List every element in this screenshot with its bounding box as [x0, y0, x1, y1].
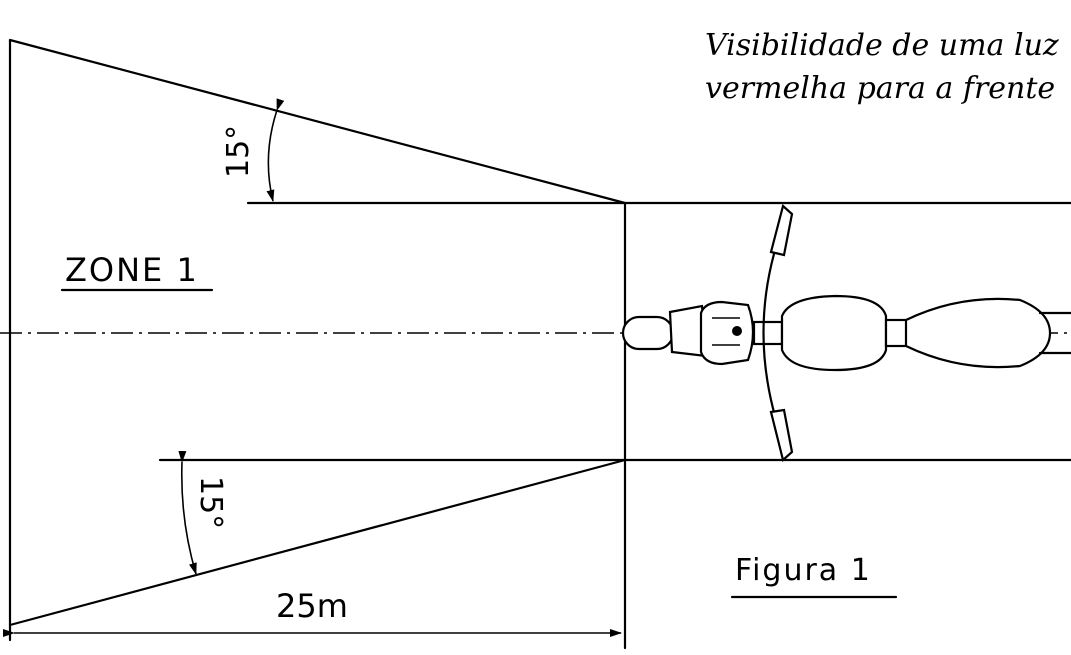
motorcycle-top-view-icon	[621, 203, 1071, 463]
distance-label: 25m	[276, 587, 348, 625]
lower-angle-arc	[178, 450, 197, 575]
zone-label: ZONE 1	[65, 251, 199, 289]
lower-angle-label: 15°	[193, 476, 228, 529]
title-line-1: Visibilidade de uma luz	[705, 28, 1059, 63]
upper-angle-arc	[266, 98, 285, 202]
title-line-2: vermelha para a frente	[705, 71, 1055, 106]
figure-label: Figura 1	[735, 553, 872, 588]
upper-visibility-ray	[8, 38, 627, 205]
lower-visibility-ray	[8, 458, 627, 627]
upper-angle-label: 15°	[221, 125, 256, 178]
